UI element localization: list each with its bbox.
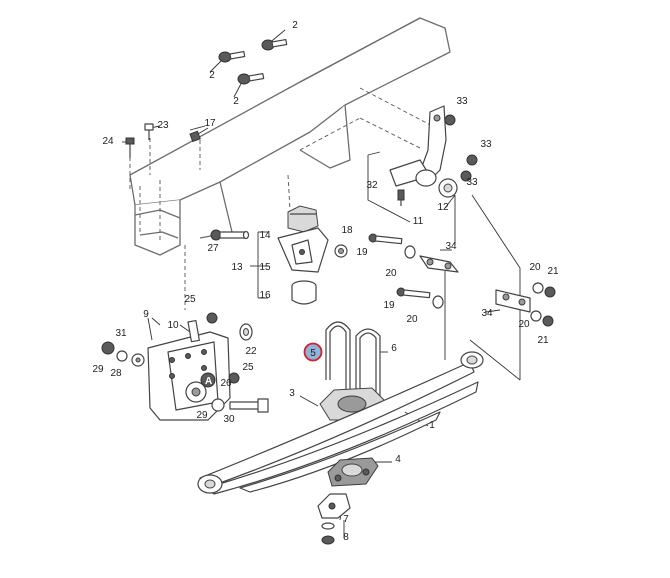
bolt-27 xyxy=(210,229,250,241)
callout-c34b: 34 xyxy=(481,308,493,319)
callout-c24: 24 xyxy=(102,136,114,147)
bolt-2-top xyxy=(261,38,288,51)
nut-21-right-lower xyxy=(542,315,554,327)
washer-28 xyxy=(131,353,145,367)
callout-c26: 26 xyxy=(220,378,232,389)
highlighted-callout-label[interactable]: 5 xyxy=(310,348,316,359)
callout-c2c: 2 xyxy=(233,96,239,107)
bump-stop-bracket-assembly xyxy=(277,205,329,305)
callout-c23: 23 xyxy=(157,120,169,131)
bushing-22 xyxy=(239,323,253,341)
bolt-17 xyxy=(189,127,209,143)
callout-c27: 27 xyxy=(207,243,219,254)
callout-c22: 22 xyxy=(245,346,257,357)
callout-c32: 32 xyxy=(366,180,378,191)
callout-c30: 30 xyxy=(223,414,235,425)
callout-c11: 11 xyxy=(413,216,424,227)
shackle-bracket-assembly xyxy=(389,105,458,206)
callout-c33a: 33 xyxy=(456,96,468,107)
callout-c7: 7 xyxy=(343,514,349,525)
bolt-2-middle xyxy=(218,50,246,63)
callout-c31: 31 xyxy=(115,328,127,339)
washer-20-right-lower xyxy=(530,310,542,322)
callout-c20a: 20 xyxy=(385,268,397,279)
callout-c25a: 25 xyxy=(184,294,196,305)
callout-c3: 3 xyxy=(289,388,295,399)
nut-25-lower xyxy=(228,372,240,384)
washer-20-right-upper xyxy=(532,282,544,294)
callout-c29a: 29 xyxy=(92,364,104,375)
callout-c19b: 19 xyxy=(383,300,395,311)
bolt-2-lower xyxy=(237,72,265,85)
washer-7 xyxy=(321,522,335,530)
nut-25-upper xyxy=(206,312,218,324)
callout-labels: 1222346789101112131415161718191920202020… xyxy=(92,20,559,543)
callout-c9: 9 xyxy=(143,309,149,320)
bolt-19-upper xyxy=(368,233,416,259)
highlight-ring[interactable] xyxy=(303,342,323,362)
callout-c10: 10 xyxy=(167,320,179,331)
bolt-19-lower xyxy=(396,287,444,309)
nut-33-lower xyxy=(460,170,472,182)
bolt-30 xyxy=(229,398,269,413)
callout-c12: 12 xyxy=(437,202,449,213)
callout-c6: 6 xyxy=(391,343,397,354)
callout-c4: 4 xyxy=(395,454,401,465)
callout-c17: 17 xyxy=(204,118,216,129)
u-bolt-6 xyxy=(355,328,381,396)
nut-33-top xyxy=(444,114,456,126)
callout-c20b: 20 xyxy=(406,314,418,325)
callout-c1: 1 xyxy=(429,420,435,431)
callout-c33b: 33 xyxy=(480,139,492,150)
nut-8 xyxy=(321,535,335,545)
highlighted-callout-5[interactable]: 5 xyxy=(303,342,323,362)
callout-c18: 18 xyxy=(341,225,353,236)
washer-18 xyxy=(334,244,348,258)
spring-seat-4 xyxy=(327,457,379,487)
callout-c34a: 34 xyxy=(445,241,457,252)
leaf-spring-1 xyxy=(197,351,484,495)
callout-c28: 28 xyxy=(110,368,122,379)
callout-c19a: 19 xyxy=(356,247,368,258)
bolt-23 xyxy=(144,123,154,140)
lower-plate xyxy=(317,493,351,519)
callout-c20c: 20 xyxy=(529,262,541,273)
spacer-block-3 xyxy=(319,387,385,421)
nut-31 xyxy=(101,341,115,355)
callout-c21a: 21 xyxy=(547,266,559,277)
chassis-frame-rail xyxy=(129,17,451,256)
nut-21-right-upper xyxy=(544,286,556,298)
callout-c33c: 33 xyxy=(466,177,478,188)
callout-c21b: 21 xyxy=(537,335,549,346)
u-bolt-5 xyxy=(325,321,351,392)
shackle-plate-34-upper xyxy=(419,255,459,273)
front-hanger-bracket: A xyxy=(147,320,231,421)
bolt-24 xyxy=(125,137,135,158)
washer-29-lower xyxy=(211,398,225,412)
bracket-letter-mark: A xyxy=(205,376,212,387)
callout-c14: 14 xyxy=(259,230,271,241)
washer-29-left xyxy=(116,350,128,362)
nut-33-middle xyxy=(466,154,478,166)
callout-c2a: 2 xyxy=(292,20,298,31)
callout-c25b: 25 xyxy=(242,362,254,373)
callout-c2b: 2 xyxy=(209,70,215,81)
shackle-plate-34-right xyxy=(495,289,531,313)
callout-c16: 16 xyxy=(259,290,271,301)
callout-c29b: 29 xyxy=(196,410,208,421)
callout-c8: 8 xyxy=(343,532,349,543)
callout-c20d: 20 xyxy=(518,319,530,330)
callout-c15: 15 xyxy=(259,262,271,273)
callout-c13: 13 xyxy=(231,262,243,273)
